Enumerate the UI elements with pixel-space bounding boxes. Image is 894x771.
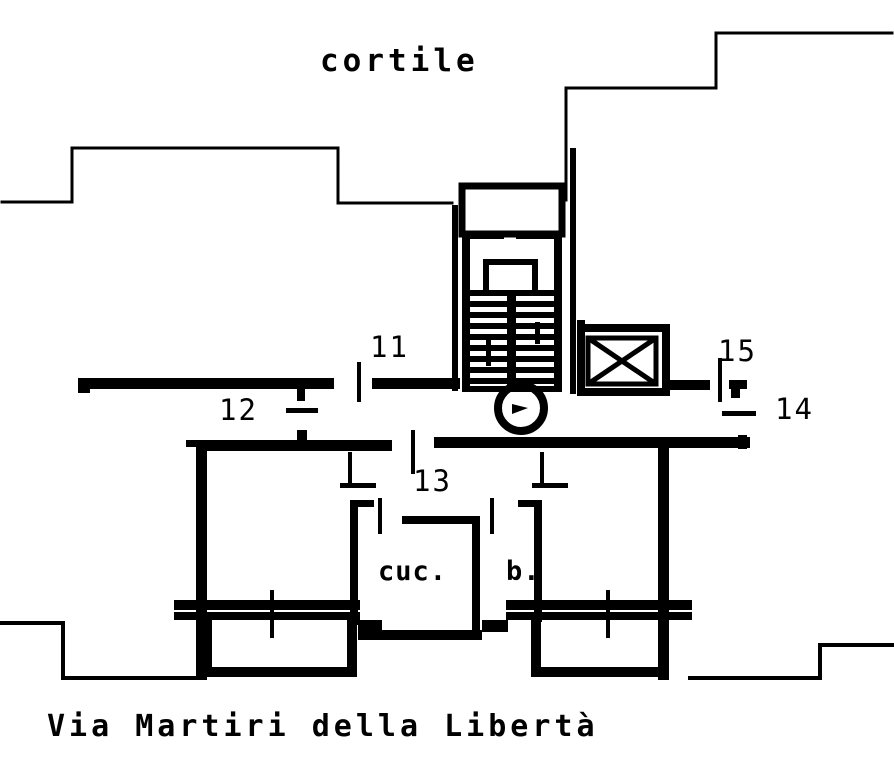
building-outline-lower	[0, 621, 894, 680]
balcony-mullions	[270, 590, 610, 638]
wall-break-tick-left	[357, 362, 361, 402]
wall-break-tick-lower	[411, 430, 415, 474]
balcony-header-walls	[174, 600, 692, 640]
stair-handrail	[483, 259, 538, 292]
balcony-left	[202, 615, 357, 677]
interior-partitions	[350, 498, 542, 638]
elevator-shaft	[577, 320, 670, 396]
upper-wall-band	[78, 378, 460, 401]
partition-dashes	[340, 483, 568, 488]
stair-upper-landing	[458, 182, 566, 238]
building-outline-upper	[0, 31, 894, 205]
room-label-kitchen: cuc.	[378, 556, 448, 587]
circular-pivot-marker	[494, 381, 548, 435]
stair-treads	[470, 290, 554, 392]
balcony-right	[531, 615, 668, 677]
courtyard-label: cortile	[320, 43, 479, 79]
room-number-14: 14	[775, 392, 814, 426]
room-number-12: 12	[219, 393, 258, 427]
wall-tick-marks	[297, 430, 544, 486]
room-label-bathroom: b.	[506, 556, 541, 587]
street-name-label: Via Martiri della Libertà	[47, 709, 599, 744]
dash-mark-14	[722, 411, 756, 416]
stairwell-walls	[452, 148, 576, 394]
dash-mark-12	[286, 408, 318, 413]
right-wall-stub	[664, 358, 747, 402]
room-number-15: 15	[718, 334, 757, 368]
room-number-13: 13	[413, 464, 452, 498]
room-number-11: 11	[370, 330, 409, 364]
